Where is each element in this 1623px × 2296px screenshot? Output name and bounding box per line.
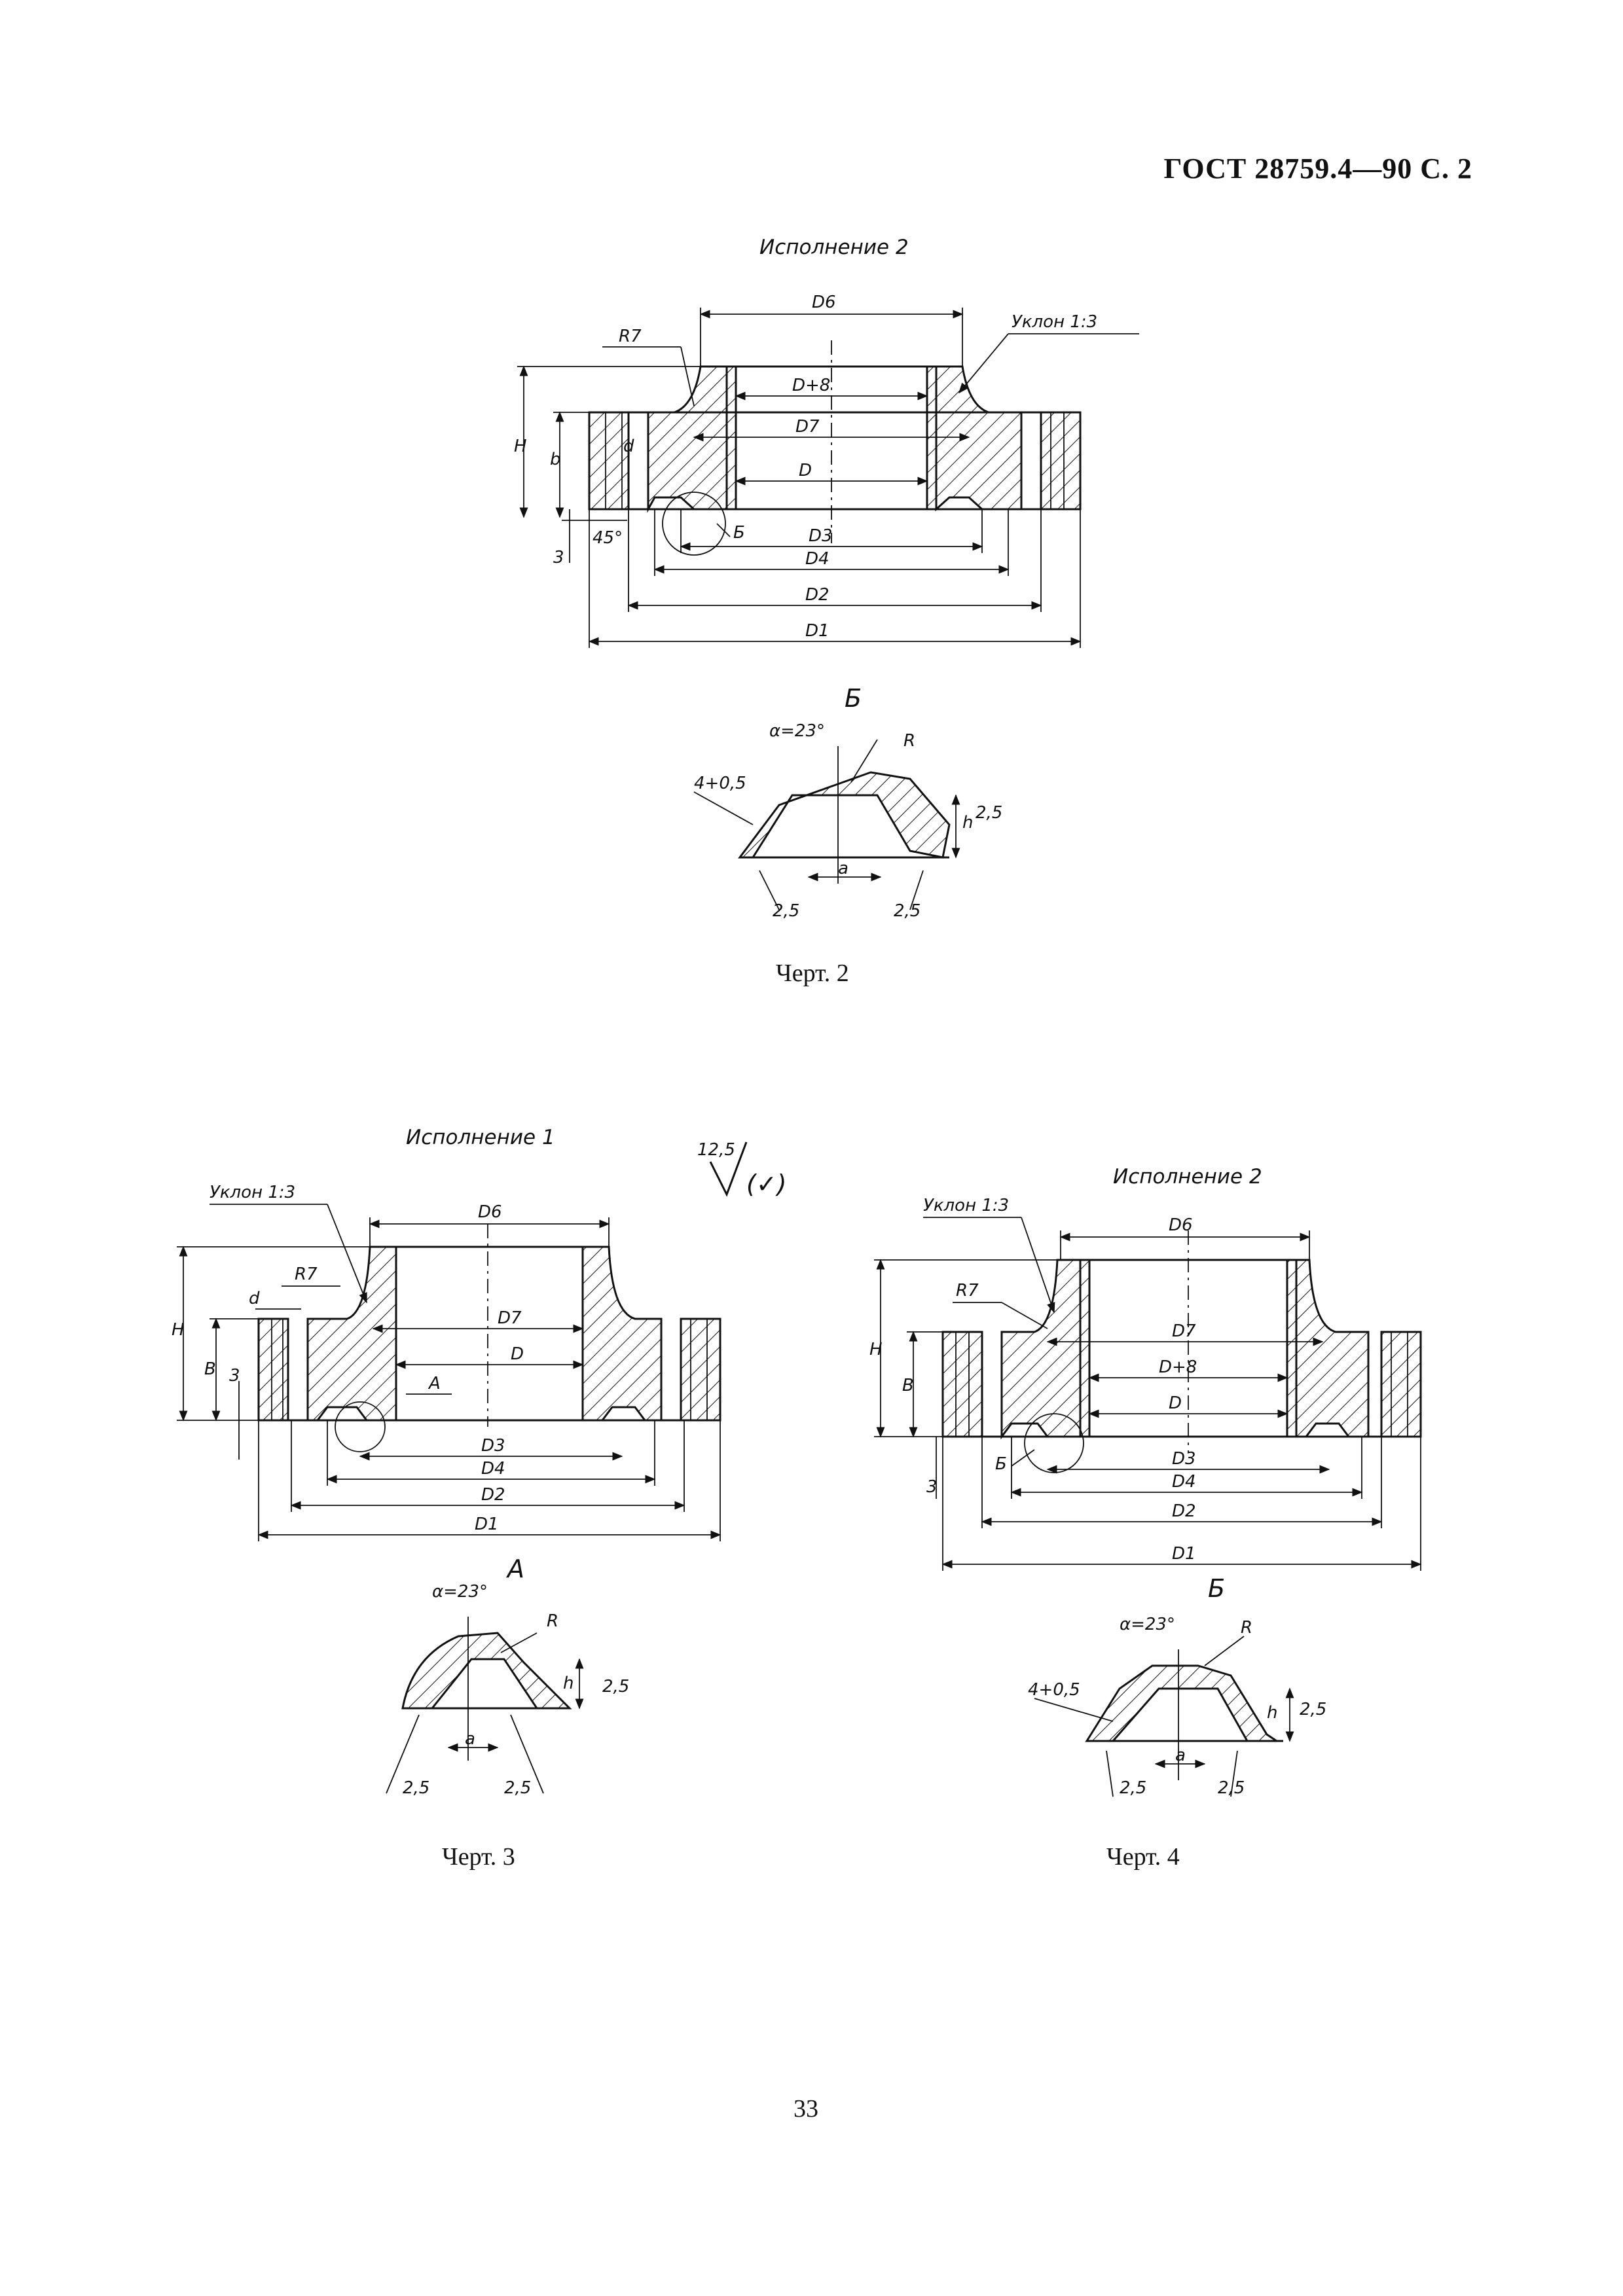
detail-b-bottom-rough3: 2,5 [1218,1778,1245,1798]
detail-a-title: A [505,1554,524,1583]
label-d: D [799,461,812,480]
label-chamfer: 45° [593,528,623,548]
detail-a-r: R [547,1611,558,1631]
chert4-label-d7: D7 [1172,1321,1196,1341]
detail-a-rough2: 2,5 [403,1778,429,1798]
chert4-label-b: B [902,1376,914,1395]
label-h: H [514,437,527,456]
page-number: 33 [793,2095,818,2123]
detail-b-bottom-rough1: 2,5 [1300,1700,1326,1719]
chert3-label-d3: D3 [481,1436,505,1456]
detail-b-bottom-h: h [1267,1703,1277,1723]
detail-a-rough1: 2,5 [602,1677,629,1696]
figure-chert-4: Уклон 1:3 R7 D6 D7 D+8 D D3 D4 D2 D1 H B… [869,1196,1422,1571]
chert4-label-d: D [1169,1393,1182,1413]
chert4-label-slope: Уклон 1:3 [923,1196,1009,1215]
chert3-label-view-a: A [428,1374,441,1393]
figure-chert-3: Уклон 1:3 R7 d D6 D7 D D3 D4 D2 D1 H B 3… [172,1183,721,1541]
detail-b-top-tol: 4+0,5 [694,774,746,793]
detail-b-bottom-tol: 4+0,5 [1028,1680,1080,1700]
label-d-plus-8: D+8 [792,376,830,395]
figure-chert-2: R7 D6 Уклон 1:3 D+8 D7 D D3 D4 D2 D1 H b… [514,293,1139,648]
chert3-label-h: H [172,1320,185,1340]
chert4-label-d-plus-8: D+8 [1159,1357,1197,1377]
label-d1: D1 [805,621,830,641]
detail-a-h: h [563,1674,574,1693]
chert4-label-d1: D1 [1172,1544,1196,1564]
document-header: ГОСТ 28759.4—90 С. 2 [1163,152,1472,185]
label-r7: R7 [619,327,642,346]
label-d6: D6 [812,293,836,312]
chert3-label-d1: D1 [475,1515,499,1534]
detail-b-top-rough3: 2,5 [894,901,921,921]
roughness-note: 12,5 (✓) [697,1140,787,1198]
label-d4: D4 [805,549,830,569]
chert4-label-d3: D3 [1172,1449,1196,1469]
label-d2: D2 [805,585,830,605]
chert4-label-view-b: Б [995,1454,1007,1474]
chert4-label-r7: R7 [956,1281,979,1300]
chert3-label-d7: D7 [498,1308,522,1328]
chert3-label-d6: D6 [478,1202,502,1222]
detail-b-top-h: h [962,813,973,833]
chert3-label-hole-d: d [249,1289,260,1308]
label-slope: Уклон 1:3 [1012,312,1097,332]
chert4-label-three: 3 [926,1477,938,1497]
roughness-value: 12,5 [697,1140,735,1160]
detail-a-a: a [465,1729,475,1749]
detail-b-top-rough1: 2,5 [976,803,1002,823]
chert4-caption: Черт. 4 [1106,1843,1180,1871]
chert3-caption: Черт. 3 [442,1843,515,1871]
chert4-label-d4: D4 [1172,1472,1196,1492]
chert3-label-d: D [511,1344,524,1364]
chert3-variant-label: Исполнение 1 [406,1126,555,1149]
detail-b-top-r: R [903,731,915,751]
detail-b-top-rough2: 2,5 [773,901,799,921]
chert2-variant-label: Исполнение 2 [759,236,909,259]
chert4-variant-label: Исполнение 2 [1113,1165,1262,1189]
detail-b-bottom-a: a [1175,1746,1186,1765]
label-hole-d: d [623,437,634,456]
detail-b-bottom: Б α=23° R 4+0,5 h a 2,5 2,5 2,5 [1028,1574,1326,1798]
detail-b-top-title: Б [845,684,862,713]
chert4-label-h: H [869,1340,883,1359]
chert3-label-r7: R7 [295,1265,318,1284]
chert4-label-d2: D2 [1172,1501,1196,1521]
chert3-label-three: 3 [229,1366,240,1386]
detail-b-bottom-angle: α=23° [1120,1615,1175,1634]
label-d3: D3 [809,526,833,546]
roughness-symbol: (✓) [746,1170,787,1198]
label-b: b [550,450,561,469]
chert3-label-d2: D2 [481,1485,505,1505]
chert2-caption: Черт. 2 [776,960,849,987]
detail-b-bottom-title: Б [1208,1574,1225,1603]
detail-b-top: Б α=23° R 4+0,5 h a 2,5 2,5 2,5 [693,684,1002,921]
detail-a-rough3: 2,5 [504,1778,531,1798]
detail-b-top-a: a [838,859,848,878]
detail-b-top-angle: α=23° [769,721,825,741]
chert4-label-d6: D6 [1169,1215,1193,1235]
label-three: 3 [553,548,564,567]
detail-a-angle: α=23° [432,1582,488,1602]
chert3-label-d4: D4 [481,1459,505,1479]
chert3-label-slope: Уклон 1:3 [210,1183,295,1202]
chert3-label-b: B [204,1359,216,1379]
label-d7: D7 [795,417,820,437]
detail-b-bottom-r: R [1241,1618,1252,1638]
detail-a: A α=23° R h a 2,5 2,5 2,5 [386,1554,629,1798]
label-view-b: Б [733,523,745,543]
detail-b-bottom-rough2: 2,5 [1120,1778,1146,1798]
